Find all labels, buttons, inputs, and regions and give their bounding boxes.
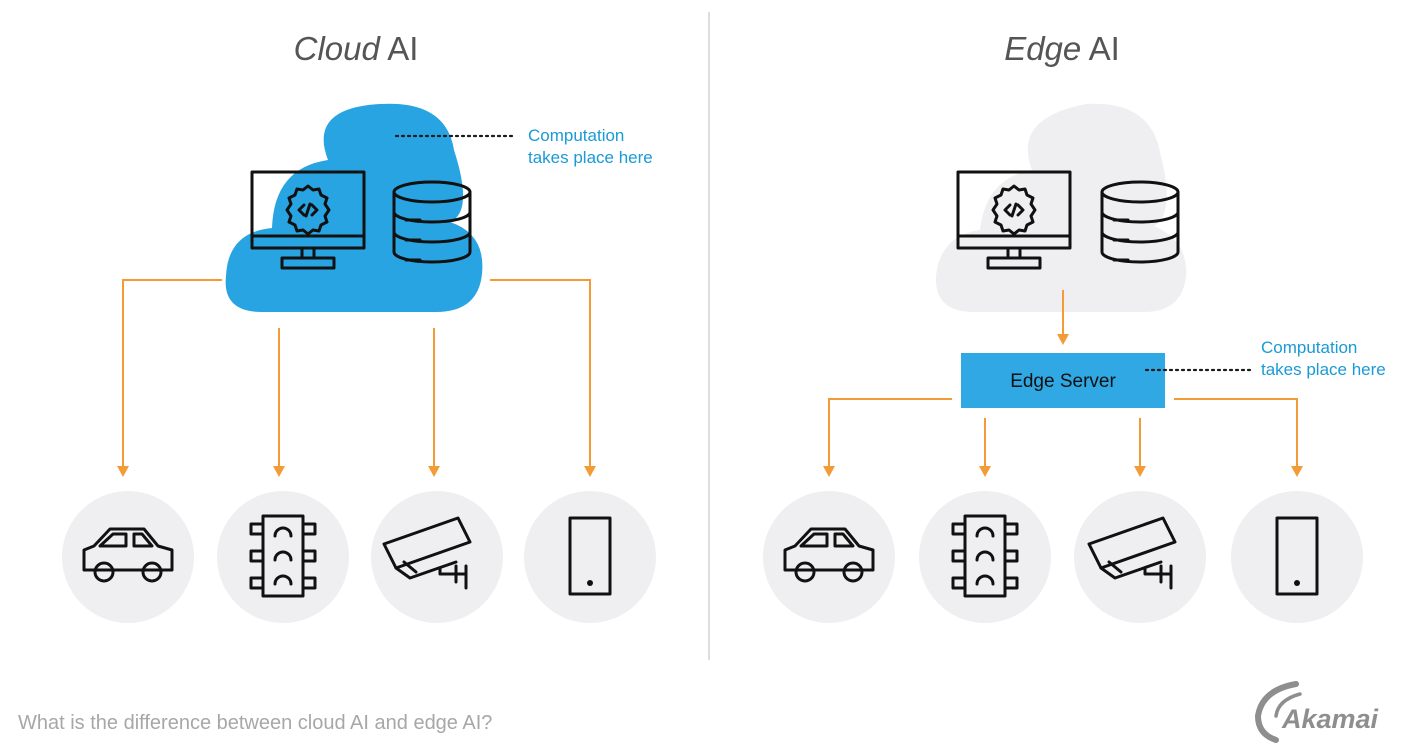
computation-note-line1: Computation bbox=[528, 126, 624, 145]
cloud-shape-inactive bbox=[935, 103, 1187, 312]
arrowhead bbox=[823, 466, 835, 477]
arrowhead bbox=[428, 466, 440, 477]
device-circle-camera bbox=[371, 491, 503, 623]
arrowhead bbox=[117, 466, 129, 477]
arrowhead bbox=[273, 466, 285, 477]
computation-note-line2: takes place here bbox=[1261, 360, 1386, 379]
computation-note-line2: takes place here bbox=[528, 148, 653, 167]
device-circle-phone bbox=[524, 491, 656, 623]
edge-to-phone-arrow bbox=[1174, 398, 1298, 466]
edge-ai-title-rest: AI bbox=[1081, 30, 1120, 67]
device-circle-traffic-light bbox=[919, 491, 1051, 623]
akamai-logo: Akamai bbox=[1254, 681, 1379, 743]
edge-ai-title: Edge AI bbox=[1004, 30, 1120, 67]
device-circle-car bbox=[62, 491, 194, 623]
device-circle-phone bbox=[1231, 491, 1363, 623]
arrowhead bbox=[1134, 466, 1146, 477]
cloud-to-phone-arrow bbox=[490, 279, 591, 466]
cloud-ai-title-rest: AI bbox=[380, 30, 419, 67]
caption-text: What is the difference between cloud AI … bbox=[18, 712, 492, 734]
logo-swoosh-inner-icon bbox=[1274, 692, 1302, 718]
edge-server-label: Edge Server bbox=[1010, 371, 1116, 392]
cloud-ai-title: Cloud AI bbox=[294, 30, 419, 67]
computation-note-line1: Computation bbox=[1261, 338, 1357, 357]
device-circle-traffic-light bbox=[217, 491, 349, 623]
edge-to-car-arrow bbox=[828, 398, 952, 466]
arrowhead bbox=[1291, 466, 1303, 477]
device-circle-camera bbox=[1074, 491, 1206, 623]
logo-swoosh-icon bbox=[1254, 681, 1299, 743]
arrowhead bbox=[979, 466, 991, 477]
logo-text: Akamai bbox=[1281, 704, 1379, 734]
arrowhead bbox=[584, 466, 596, 477]
cloud-ai-title-italic: Cloud bbox=[294, 30, 382, 67]
arrowhead bbox=[1057, 334, 1069, 345]
edge-server-box bbox=[961, 353, 1165, 408]
cloud-to-car-arrow bbox=[122, 279, 222, 466]
device-circle-car bbox=[763, 491, 895, 623]
edge-ai-title-italic: Edge bbox=[1004, 30, 1081, 67]
